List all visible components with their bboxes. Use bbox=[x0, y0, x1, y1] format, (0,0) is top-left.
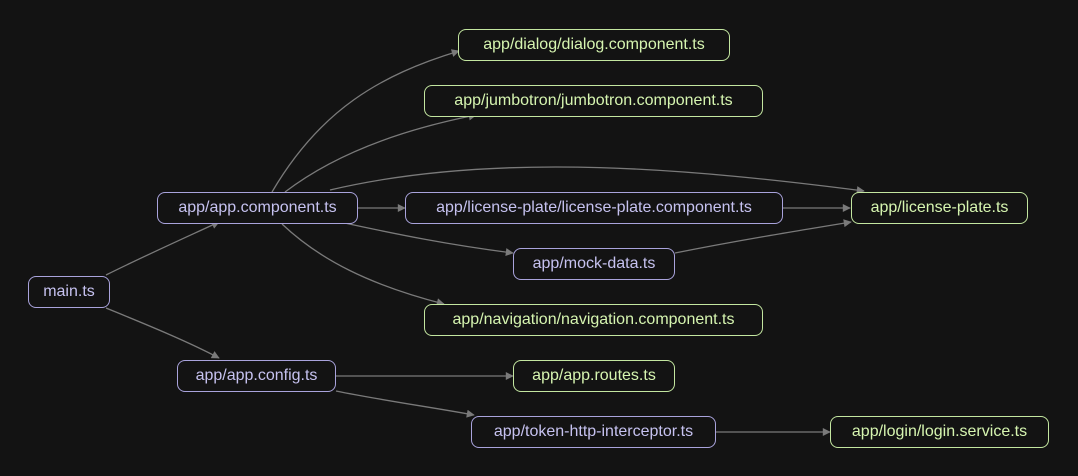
edge-app-component-to-mock-data bbox=[339, 221, 514, 257]
node-token-http-interceptor[interactable]: app/token-http-interceptor.ts bbox=[471, 416, 716, 448]
edge-app-component-to-jumbotron bbox=[284, 112, 477, 193]
node-mock-data[interactable]: app/mock-data.ts bbox=[513, 248, 675, 280]
node-login-service[interactable]: app/login/login.service.ts bbox=[830, 416, 1049, 448]
edge-main-to-app-config bbox=[105, 307, 220, 359]
node-jumbotron-component[interactable]: app/jumbotron/jumbotron.component.ts bbox=[424, 85, 763, 117]
edge-app-component-to-navigation bbox=[281, 223, 445, 307]
node-license-plate[interactable]: app/license-plate.ts bbox=[851, 192, 1028, 224]
edge-app-config-to-token-interceptor bbox=[335, 390, 475, 418]
node-navigation-component[interactable]: app/navigation/navigation.component.ts bbox=[424, 304, 763, 336]
node-app-routes[interactable]: app/app.routes.ts bbox=[513, 360, 675, 392]
node-dialog-component[interactable]: app/dialog/dialog.component.ts bbox=[458, 29, 730, 61]
edge-main-to-app-component bbox=[105, 221, 220, 276]
node-license-plate-component[interactable]: app/license-plate/license-plate.componen… bbox=[405, 192, 783, 224]
node-main-ts[interactable]: main.ts bbox=[28, 276, 110, 308]
node-app-config[interactable]: app/app.config.ts bbox=[177, 360, 336, 392]
node-app-component[interactable]: app/app.component.ts bbox=[157, 192, 358, 224]
edge-app-component-to-license-plate bbox=[329, 166, 865, 195]
edge-app-component-to-dialog bbox=[271, 49, 460, 193]
edge-mock-data-to-license-plate bbox=[674, 219, 852, 254]
